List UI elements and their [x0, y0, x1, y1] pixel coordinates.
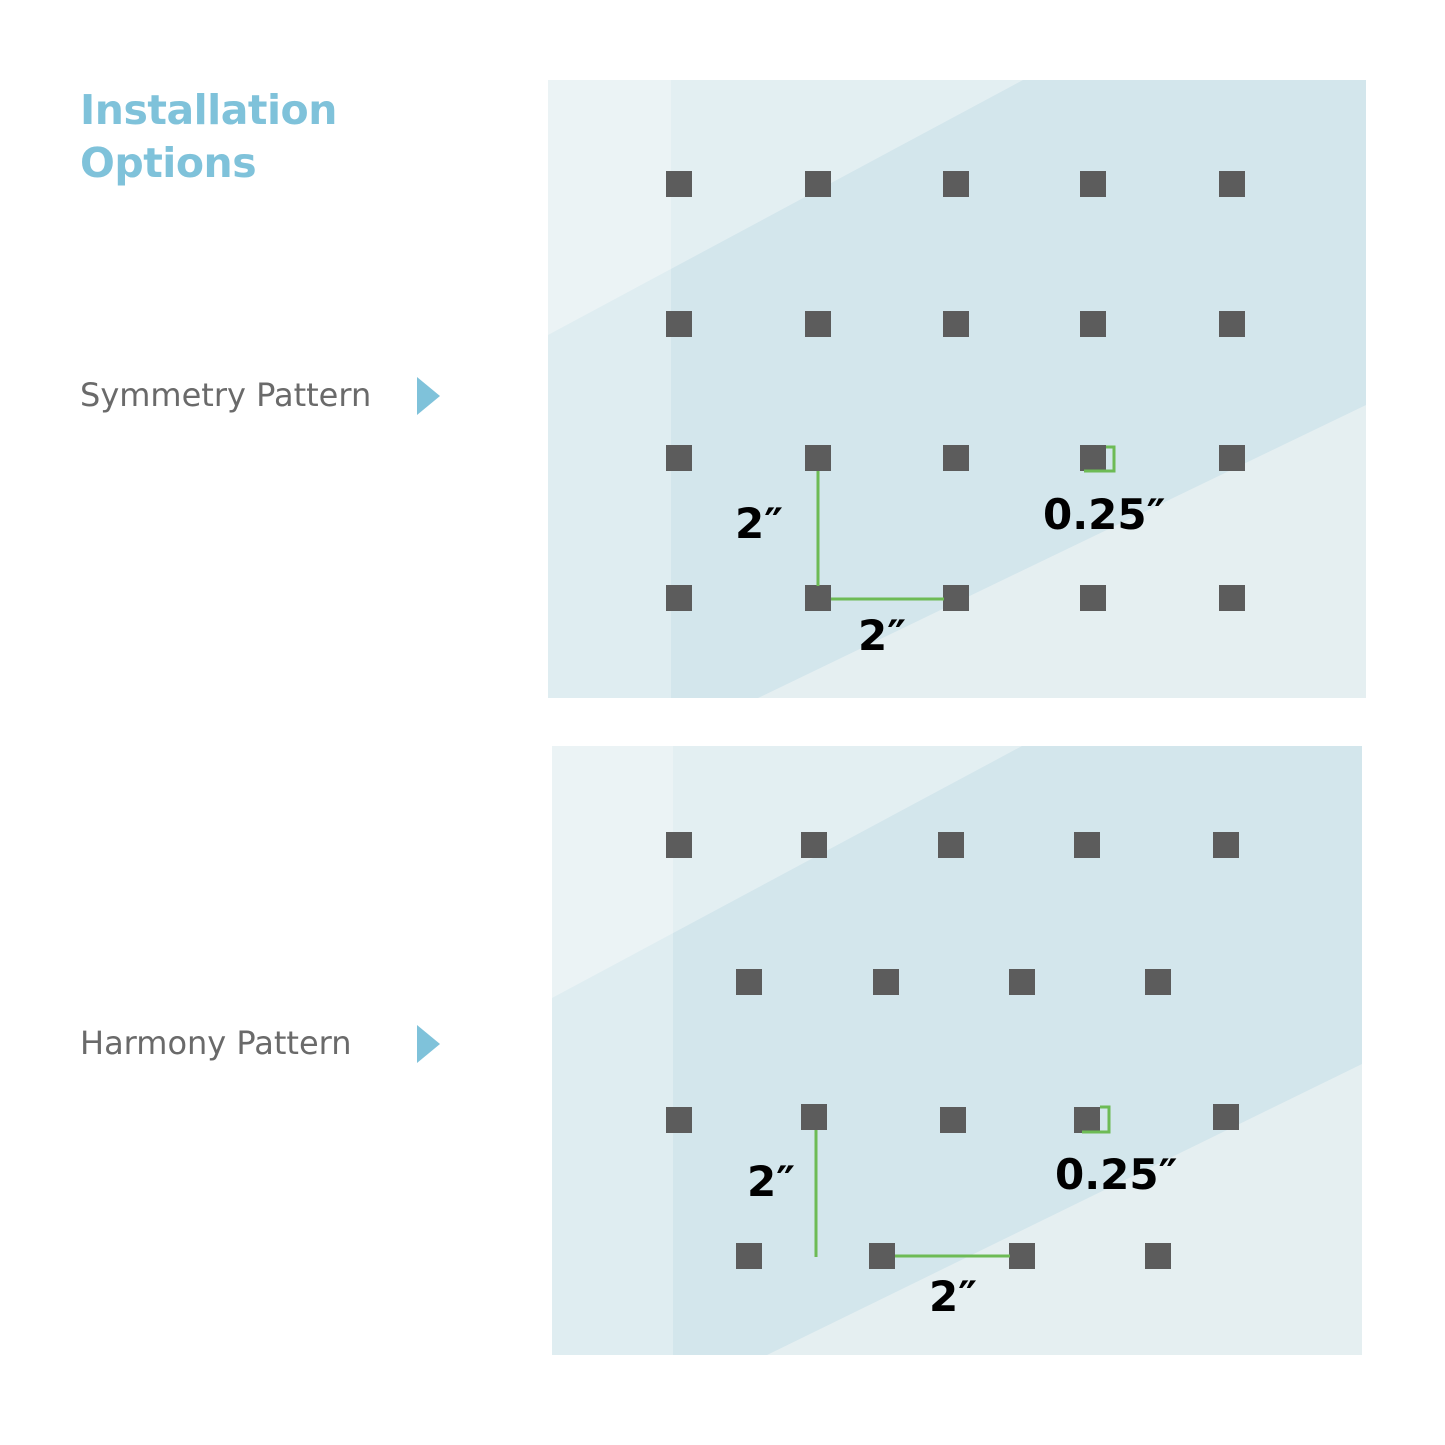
square-dot	[1213, 832, 1239, 858]
symmetry-pattern-label: Symmetry Pattern	[80, 376, 372, 414]
page-title: Installation Options	[80, 84, 337, 190]
square-dot	[1074, 832, 1100, 858]
square-dot	[869, 1243, 895, 1269]
square-dot	[801, 1104, 827, 1130]
triangle-right-icon	[417, 1025, 440, 1063]
square-dot	[940, 1107, 966, 1133]
square-dot	[943, 311, 969, 337]
square-dot	[805, 171, 831, 197]
square-dot	[1213, 1104, 1239, 1130]
dot-grid	[666, 832, 1239, 1269]
horizontal-spacing-label: 2″	[929, 1272, 977, 1321]
triangle-right-icon	[417, 377, 440, 415]
square-dot	[736, 1243, 762, 1269]
symmetry-pattern-panel: 2″ 2″ 0.25″	[548, 80, 1366, 698]
dot-size-label: 0.25″	[1043, 490, 1165, 539]
square-dot	[1219, 171, 1245, 197]
square-dot	[873, 969, 899, 995]
harmony-pattern-label: Harmony Pattern	[80, 1024, 352, 1062]
dot-size-bracket	[1084, 445, 1116, 473]
vertical-spacing-label: 2″	[747, 1157, 795, 1206]
square-dot	[1219, 445, 1245, 471]
page-title-line-1: Installation	[80, 86, 337, 134]
page-title-line-2: Options	[80, 139, 257, 187]
square-dot	[1080, 585, 1106, 611]
square-dot	[666, 171, 692, 197]
square-dot	[805, 585, 831, 611]
square-dot	[666, 445, 692, 471]
square-dot	[1009, 969, 1035, 995]
square-dot	[805, 445, 831, 471]
vertical-spacing-label: 2″	[735, 499, 783, 548]
dot-size-label: 0.25″	[1055, 1150, 1177, 1199]
square-dot	[805, 311, 831, 337]
square-dot	[1219, 311, 1245, 337]
square-dot	[666, 585, 692, 611]
square-dot	[666, 1107, 692, 1133]
harmony-pattern-panel: 2″ 2″ 0.25″	[552, 746, 1362, 1355]
square-dot	[666, 832, 692, 858]
square-dot	[1145, 969, 1171, 995]
square-dot	[1074, 1107, 1100, 1133]
square-dot	[1080, 171, 1106, 197]
dot-size-bracket	[1082, 1105, 1111, 1134]
square-dot	[1080, 445, 1106, 471]
square-dot	[801, 832, 827, 858]
square-dot	[938, 832, 964, 858]
square-dot	[1009, 1243, 1035, 1269]
square-dot	[666, 311, 692, 337]
square-dot	[1219, 585, 1245, 611]
square-dot	[1080, 311, 1106, 337]
square-dot	[736, 969, 762, 995]
square-dot	[943, 585, 969, 611]
square-dot	[1145, 1243, 1171, 1269]
horizontal-spacing-label: 2″	[858, 611, 906, 660]
dot-grid	[666, 171, 1245, 611]
square-dot	[943, 445, 969, 471]
square-dot	[943, 171, 969, 197]
